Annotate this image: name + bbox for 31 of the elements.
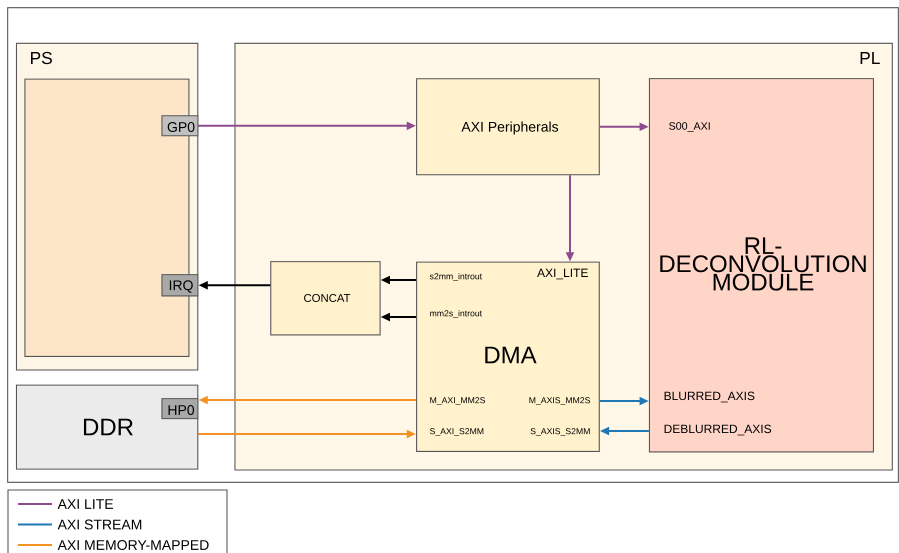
block-box [416, 78, 600, 176]
block-label: DMA [485, 346, 537, 364]
region-label: PL [860, 52, 880, 64]
port-label: DEBLURRED_AXIS [664, 424, 772, 436]
block-label: CONCAT [304, 294, 350, 302]
legend-label: AXI MEMORY-MAPPED [58, 540, 209, 550]
port-label: s2mm_introut [430, 273, 482, 281]
block-label: RL-DECONVOLUTION MODULE [660, 237, 866, 291]
port-label: S_AXI_S2MM [430, 428, 484, 436]
port-label: HP0 [168, 405, 194, 415]
block-label: DDR [84, 418, 133, 436]
module-box [648, 78, 874, 452]
port-label: BLURRED_AXIS [664, 392, 754, 402]
memory-box [16, 384, 198, 470]
port-label: S_AXIS_S2MM [530, 428, 590, 436]
legend-label: AXI STREAM [58, 520, 142, 530]
region-label: PS [31, 52, 52, 64]
port-label: AXI_LITE [537, 268, 588, 280]
port-label: M_AXIS_MM2S [529, 397, 590, 405]
block-box [416, 262, 600, 452]
legend-label: AXI LITE [58, 499, 113, 509]
block-box [270, 261, 381, 336]
port-box [161, 398, 198, 420]
port-box [161, 115, 198, 136]
port-label: S00_AXI [669, 122, 710, 132]
port-box [161, 274, 198, 296]
port-label: mm2s_introut [430, 310, 482, 318]
port-label: M_AXI_MM2S [430, 397, 486, 405]
port-label: IRQ [170, 280, 193, 293]
port-label: GP0 [168, 122, 194, 132]
block-label: AXI Peripherals [461, 121, 558, 135]
